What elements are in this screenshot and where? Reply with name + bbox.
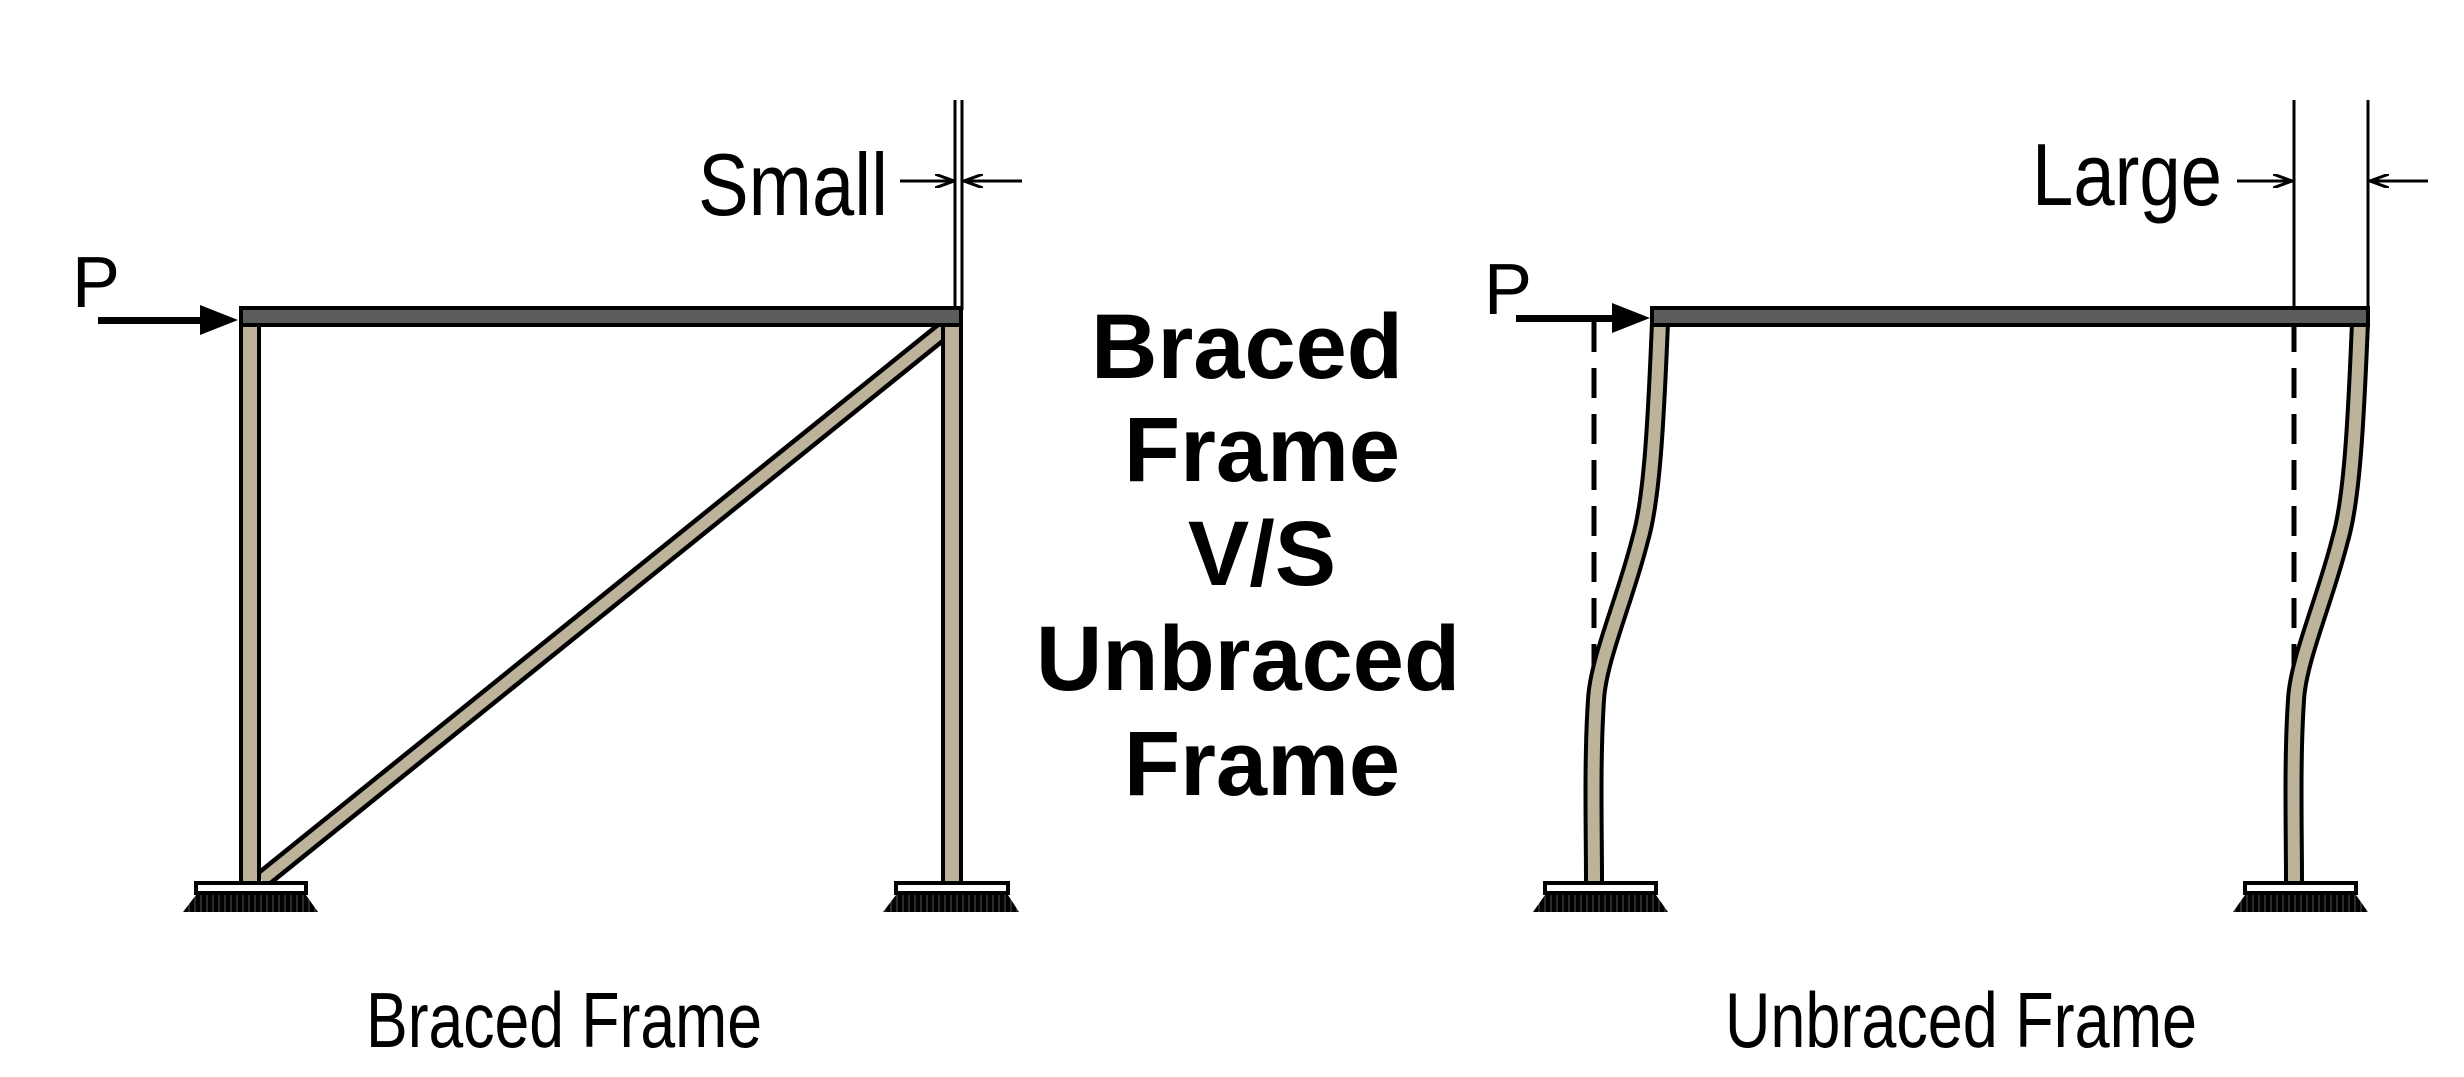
title-line-4: Unbraced [1036,608,1460,710]
right-support-icon [2233,881,2368,912]
title-line-3: V/S [1188,503,1336,605]
deformed-right-column [2283,321,2370,883]
center-title: Braced Frame V/S Unbraced Frame [1036,296,1460,815]
beam [1650,306,2370,327]
title-line-5: Frame [1124,713,1400,815]
diagonal-brace [255,322,951,888]
load-label: P [1484,250,1532,330]
drift-label-small: Small [698,135,888,234]
unbraced-frame: P Large [1484,100,2428,1064]
braced-frame: P Small Braced Frame [72,100,1022,1064]
unbraced-frame-caption: Unbraced Frame [1725,976,2197,1064]
drift-label-large: Large [2032,125,2222,224]
braced-frame-caption: Braced Frame [366,976,762,1064]
left-support-icon [1533,881,1668,912]
title-line-1: Braced [1091,296,1403,398]
deformed-left-column [1583,321,1670,883]
beam [239,306,963,327]
small-drift-dimension [900,100,1022,310]
title-line-2: Frame [1124,399,1400,501]
right-support-icon [883,881,1019,912]
left-column [239,316,261,886]
load-arrow-icon [1516,303,1650,333]
load-arrow-icon [98,305,238,335]
left-support-icon [183,881,318,912]
large-drift-dimension [2237,100,2428,310]
right-column [941,316,963,886]
load-label: P [72,243,120,323]
